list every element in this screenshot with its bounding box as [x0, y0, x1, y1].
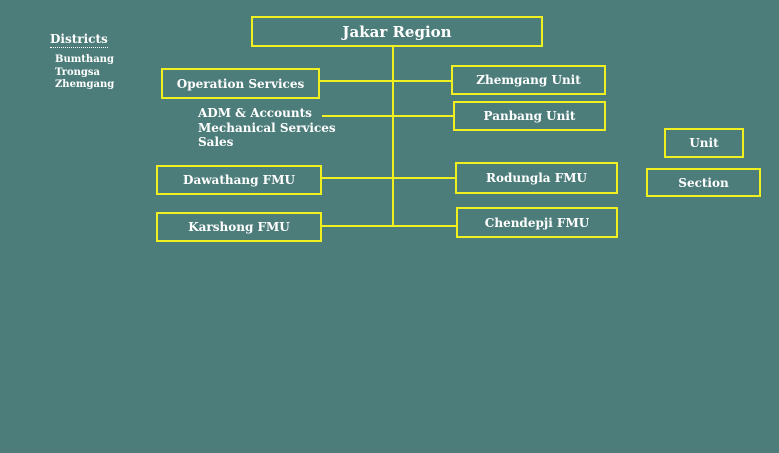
node-panbang-unit: Panbang Unit: [453, 101, 606, 131]
node-operation-services-label: Operation Services: [176, 76, 305, 91]
districts-heading: Districts: [50, 32, 108, 48]
legend-section-box: Section: [646, 168, 761, 197]
function-item-sales: Sales: [198, 135, 234, 149]
node-zhemgang-unit-label: Zhemgang Unit: [476, 73, 581, 87]
legend-section-label: Section: [678, 175, 729, 190]
node-dawathang-fmu: Dawathang FMU: [156, 165, 322, 195]
node-chendepji-fmu-label: Chendepji FMU: [484, 215, 590, 230]
node-karshong-fmu: Karshong FMU: [156, 212, 322, 242]
root-node-label: Jakar Region: [342, 22, 452, 41]
node-rodungla-fmu: Rodungla FMU: [455, 162, 618, 194]
functions-list: ADM & Accounts Mechanical Services Sales: [198, 106, 336, 150]
node-chendepji-fmu: Chendepji FMU: [456, 207, 618, 238]
district-item-zhemgang: Zhemgang: [55, 79, 115, 90]
node-panbang-unit-label: Panbang Unit: [483, 109, 576, 123]
node-rodungla-fmu-label: Rodungla FMU: [486, 171, 587, 185]
legend-unit-label: Unit: [689, 136, 719, 150]
node-dawathang-fmu-label: Dawathang FMU: [183, 173, 295, 187]
node-karshong-fmu-label: Karshong FMU: [188, 220, 290, 234]
function-item-adm-accounts: ADM & Accounts: [198, 106, 312, 120]
district-item-trongsa: Trongsa: [55, 66, 101, 78]
districts-list: Bumthang Trongsa Zhemgang: [55, 54, 114, 92]
district-item-bumthang: Bumthang: [55, 54, 114, 65]
function-item-mechanical-services: Mechanical Services: [198, 120, 336, 135]
node-operation-services: Operation Services: [161, 68, 320, 99]
node-zhemgang-unit: Zhemgang Unit: [451, 65, 606, 95]
root-node-jakar-region: Jakar Region: [251, 16, 543, 47]
legend-unit-box: Unit: [664, 128, 744, 158]
